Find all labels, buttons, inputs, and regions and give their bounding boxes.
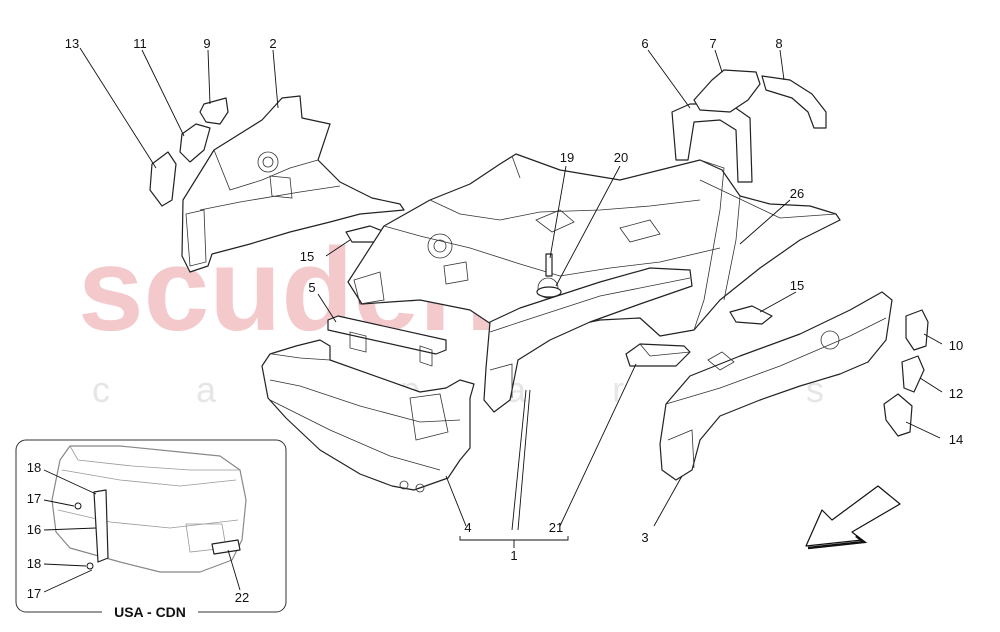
- usa-cdn-inset: USA - CDN 18 17 16 18 17 22: [15, 439, 287, 620]
- callout-7: 7: [709, 36, 716, 51]
- callout-1: 1: [510, 548, 517, 563]
- callout-13: 13: [65, 36, 79, 51]
- part-13-bracket: [149, 151, 177, 207]
- part-3-right-side-member: [659, 291, 893, 481]
- callout-4: 4: [464, 520, 471, 535]
- callout-8: 8: [775, 36, 782, 51]
- inset-callout-18-bottom: 18: [27, 556, 41, 571]
- part-19-bolt: [545, 253, 553, 277]
- inset-part-22-bracket: [211, 539, 241, 555]
- inset-callout-18-top: 18: [27, 460, 41, 475]
- callout-14: 14: [949, 432, 963, 447]
- part-12-bracket: [901, 355, 925, 393]
- part-8-panel: [761, 75, 827, 129]
- callout-26: 26: [790, 186, 804, 201]
- part-21-box-bracket: [625, 343, 691, 367]
- central-floor-frame: [347, 153, 841, 341]
- inset-callout-17-bottom: 17: [27, 586, 41, 601]
- part-14-bracket: [883, 393, 913, 437]
- leader-lines: [79, 47, 943, 548]
- callout-21: 21: [549, 520, 563, 535]
- part-20-washer: [536, 286, 562, 298]
- inset-callout-17-top: 17: [27, 491, 41, 506]
- part-10-bracket: [905, 309, 929, 351]
- callout-labels: 13 11 9 2 6 7 8 19 20 26 15 5 15 10 12 1…: [65, 36, 963, 563]
- part-5-crossmember: [327, 315, 447, 367]
- callout-11: 11: [133, 36, 147, 51]
- part-11-bracket: [179, 123, 211, 163]
- front-direction-arrow-icon: [805, 485, 901, 550]
- inset-callout-22: 22: [235, 590, 249, 605]
- callout-12: 12: [949, 386, 963, 401]
- callout-15-left: 15: [300, 249, 314, 264]
- part-2-left-front-member: [181, 95, 405, 273]
- part-15-right-bracket: [729, 305, 773, 325]
- part-1-long-rail: [483, 267, 693, 413]
- part-9-bracket: [199, 97, 229, 125]
- callout-5: 5: [308, 280, 315, 295]
- callout-20: 20: [614, 150, 628, 165]
- callout-9: 9: [203, 36, 210, 51]
- callout-15-right: 15: [790, 278, 804, 293]
- callout-3: 3: [641, 530, 648, 545]
- callout-19: 19: [560, 150, 574, 165]
- inset-title: USA - CDN: [114, 604, 186, 620]
- callout-2: 2: [269, 36, 276, 51]
- callout-6: 6: [641, 36, 648, 51]
- inset-leaders: [43, 469, 241, 593]
- callout-10: 10: [949, 338, 963, 353]
- inset-part-16-strap: [93, 489, 109, 563]
- part-7-panel: [693, 69, 761, 113]
- part-4-front-bumper-frame: [261, 339, 475, 493]
- inset-callout-16: 16: [27, 522, 41, 537]
